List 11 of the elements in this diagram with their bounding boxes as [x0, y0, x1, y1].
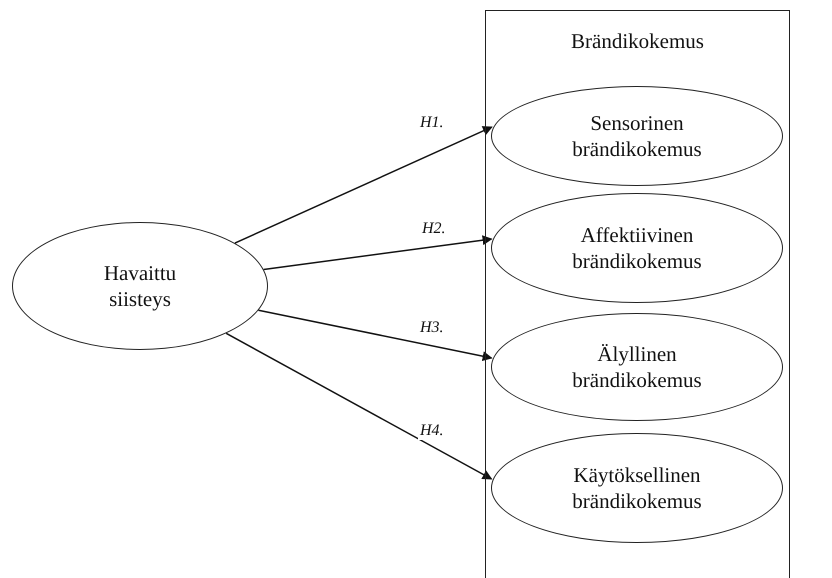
- construct-label: Sensorinen brändikokemus: [571, 110, 703, 162]
- construct-label: Affektiivinen brändikokemus: [571, 222, 703, 274]
- arrow: [258, 310, 493, 362]
- arrow: [234, 126, 493, 244]
- construct-label: Havaittu siisteys: [102, 260, 178, 312]
- group-title: Brändikokemus: [570, 29, 705, 54]
- arrow: [264, 235, 493, 270]
- group-frame: [485, 10, 790, 578]
- construct-label: Älyllinen brändikokemus: [571, 340, 703, 394]
- arrow: [226, 332, 492, 480]
- construct-label: Käytöksellinen brändikokemus: [571, 462, 703, 514]
